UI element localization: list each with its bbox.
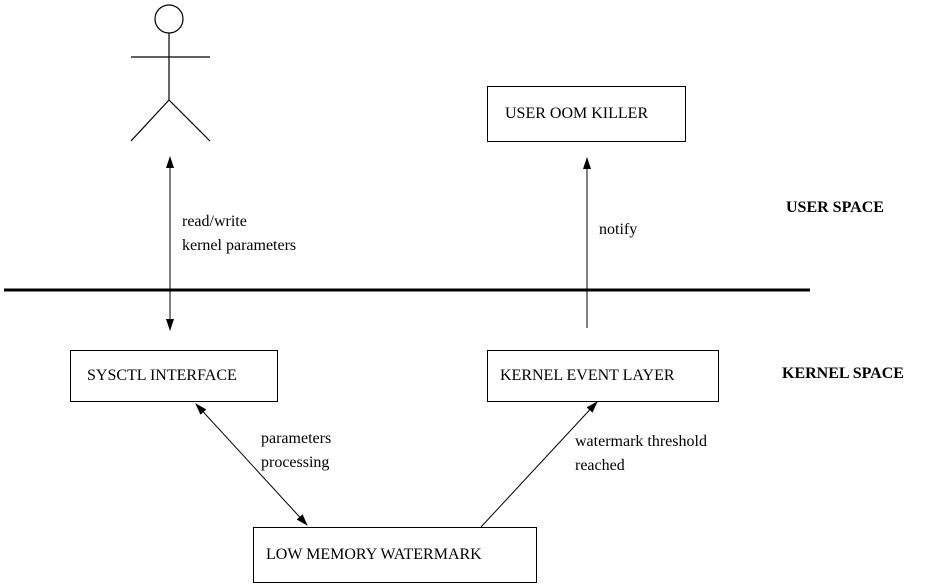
- parameters-line-2: processing: [261, 454, 330, 471]
- sysctl-interface-label: SYSCTL INTERFACE: [87, 367, 237, 384]
- user-head: [154, 4, 184, 34]
- parameters-line-1: parameters: [261, 430, 332, 447]
- user-right-leg: [168, 99, 211, 142]
- watermark-line-1: watermark threshold: [575, 433, 707, 450]
- user-left-leg: [130, 99, 170, 142]
- low-memory-watermark-label: LOW MEMORY WATERMARK: [266, 546, 482, 563]
- notify-label: notify: [599, 218, 637, 242]
- kernel-space-label: KERNEL SPACE: [782, 365, 904, 382]
- watermark-threshold-label: watermark threshold reached: [575, 430, 707, 478]
- read-write-line-2: kernel parameters: [182, 237, 297, 254]
- watermark-threshold-arrow: [480, 401, 598, 528]
- kernel-event-layer-box: KERNEL EVENT LAYER: [487, 350, 719, 402]
- parameters-processing-arrow: [195, 403, 308, 526]
- read-write-line-1: read/write: [182, 213, 247, 230]
- sysctl-interface-box: SYSCTL INTERFACE: [70, 350, 278, 402]
- notify-text: notify: [599, 221, 638, 238]
- user-space-label: USER SPACE: [786, 199, 884, 216]
- read-write-label: read/write kernel parameters: [182, 210, 296, 258]
- user-stick-figure: [130, 4, 211, 142]
- parameters-processing-label: parameters processing: [261, 427, 331, 475]
- watermark-line-2: reached: [575, 457, 625, 474]
- low-memory-watermark-box: LOW MEMORY WATERMARK: [253, 527, 537, 583]
- user-oom-killer-box: USER OOM KILLER: [487, 86, 686, 142]
- user-oom-killer-label: USER OOM KILLER: [505, 105, 649, 122]
- kernel-event-layer-label: KERNEL EVENT LAYER: [500, 367, 675, 384]
